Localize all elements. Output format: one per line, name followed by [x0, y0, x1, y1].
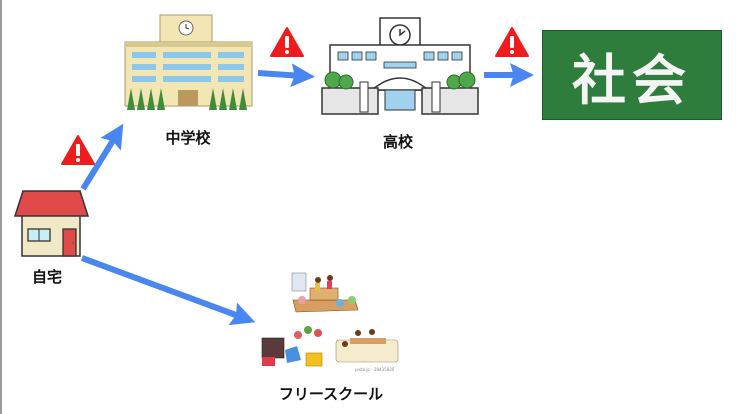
image-watermark: pixta.jp - 28435830: [355, 367, 395, 372]
society-chalkboard: 社会: [542, 30, 722, 120]
arrow-home-to-freeschool: [80, 255, 256, 326]
arrow-middle-to-high: [257, 63, 315, 88]
free-school-label: フリースクール: [278, 385, 384, 403]
warning-icon: [61, 135, 95, 165]
warning-icon: [270, 27, 304, 57]
middle-school-label: 中学校: [165, 129, 211, 147]
free-school-illustration: [261, 272, 399, 367]
society-label: 社会: [572, 48, 692, 112]
arrow-home-to-middle: [80, 123, 124, 191]
home-label: 自宅: [31, 268, 63, 286]
high-school-label: 高校: [382, 133, 414, 151]
slide-left-border: [0, 0, 2, 414]
warning-icon: [495, 27, 529, 57]
middle-school-building-image: [124, 14, 253, 110]
high-school-building-image: [321, 17, 479, 115]
house-icon: [13, 190, 90, 257]
